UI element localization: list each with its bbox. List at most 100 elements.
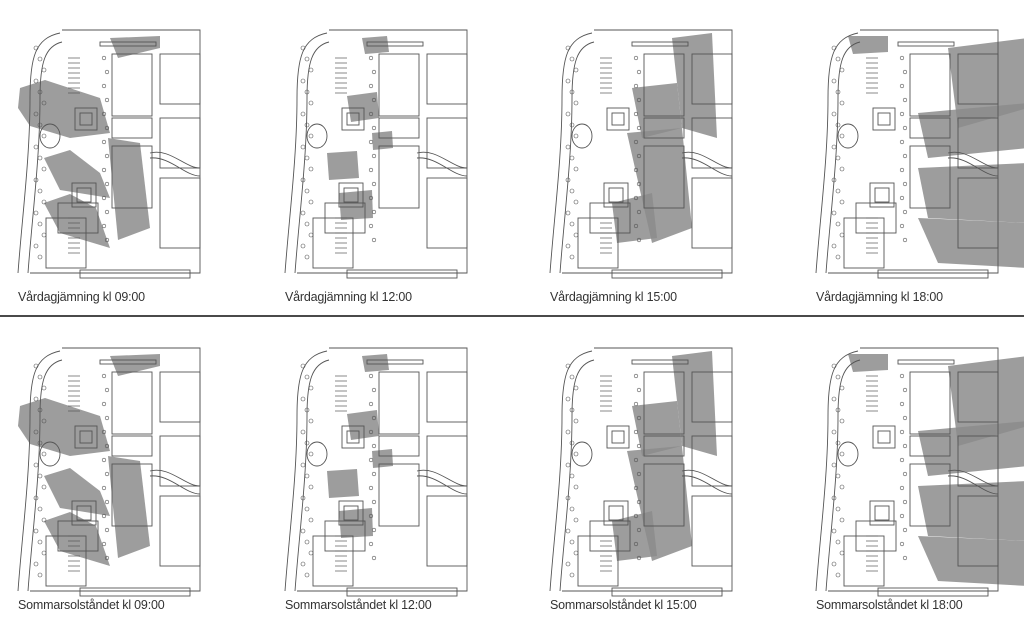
tree-symbol	[835, 440, 841, 446]
tree-symbol	[308, 133, 314, 139]
site-plan-drawing	[549, 29, 733, 279]
roundabout	[39, 441, 61, 467]
tree-symbol	[835, 254, 841, 260]
plan-group	[815, 347, 1024, 597]
tree-symbol	[565, 111, 571, 117]
site-boundary-curve	[27, 41, 63, 274]
plan-group	[17, 29, 201, 279]
building-outline	[957, 53, 999, 105]
building-outline	[957, 371, 999, 423]
tree-symbol	[368, 55, 374, 61]
tower-core	[343, 505, 359, 521]
tree-symbol	[565, 495, 571, 501]
shadow-study-panel: Sommarsolståndet kl 09:00	[0, 318, 240, 628]
tree-symbol	[902, 153, 908, 159]
building-outline	[611, 269, 723, 279]
tree-symbol	[573, 133, 579, 139]
tree-symbol	[636, 237, 642, 243]
tree-symbol	[569, 254, 575, 260]
tree-symbol	[636, 97, 642, 103]
building-outline	[366, 41, 424, 47]
shadow-area	[362, 36, 389, 54]
tree-symbol	[104, 555, 110, 561]
tree-symbol	[902, 209, 908, 215]
tree-symbol	[636, 471, 642, 477]
shadow-area	[347, 410, 379, 440]
building-outline	[346, 269, 458, 279]
building-outline	[577, 217, 619, 269]
tree-symbol	[33, 495, 39, 501]
panel-caption: Vårdagjämning kl 15:00	[550, 290, 677, 304]
site-boundary-curve	[559, 359, 595, 592]
tree-symbol	[899, 111, 905, 117]
tree-symbol	[831, 144, 837, 150]
tree-symbol	[633, 485, 639, 491]
shadow-area	[918, 163, 1024, 223]
tree-symbol	[636, 555, 642, 561]
building-outline	[691, 495, 733, 567]
road-curve	[416, 475, 468, 495]
tree-symbol	[371, 153, 377, 159]
building-outline	[111, 463, 153, 527]
shadow-area	[918, 218, 1024, 268]
road-curve	[947, 157, 999, 177]
tower-core	[79, 112, 93, 126]
roundabout	[571, 123, 593, 149]
tree-symbol	[37, 473, 43, 479]
tree-symbol	[371, 527, 377, 533]
shadow-area	[110, 354, 160, 376]
building-outline	[631, 41, 689, 47]
tree-symbol	[569, 155, 575, 161]
tower-core	[346, 112, 360, 126]
tree-symbol	[368, 485, 374, 491]
tree-symbol	[37, 572, 43, 578]
tree-symbol	[304, 89, 310, 95]
building-outline	[45, 217, 87, 269]
tree-symbol	[101, 111, 107, 117]
tower-core	[874, 187, 890, 203]
tree-symbol	[636, 415, 642, 421]
tower-block	[74, 107, 98, 131]
panel-caption: Sommarsolståndet kl 18:00	[816, 598, 963, 612]
shadow-area	[339, 190, 373, 220]
tree-symbol	[565, 561, 571, 567]
tree-symbol	[304, 440, 310, 446]
site-plan-drawing	[815, 347, 1024, 597]
tree-symbol	[304, 407, 310, 413]
tree-symbol	[37, 374, 43, 380]
site-plan-drawing	[284, 29, 468, 279]
tree-symbol	[839, 550, 845, 556]
plan-group	[17, 347, 201, 597]
tree-symbol	[636, 443, 642, 449]
shadow-area	[848, 354, 888, 372]
tree-symbol	[835, 374, 841, 380]
tree-symbol	[104, 181, 110, 187]
building-outline	[111, 435, 153, 457]
tower-core	[608, 187, 624, 203]
building-outline	[79, 587, 191, 597]
building-outline	[643, 463, 685, 527]
tree-symbol	[104, 237, 110, 243]
tree-symbol	[308, 67, 314, 73]
tree-symbol	[839, 451, 845, 457]
tree-symbol	[831, 243, 837, 249]
tree-symbol	[304, 56, 310, 62]
tree-symbol	[565, 78, 571, 84]
shadow-area	[612, 511, 657, 561]
tree-symbol	[371, 209, 377, 215]
shadow-area	[362, 354, 389, 372]
tower-core	[877, 430, 891, 444]
tree-symbol	[368, 195, 374, 201]
tree-symbol	[304, 473, 310, 479]
tree-symbol	[899, 139, 905, 145]
tree-symbol	[33, 528, 39, 534]
tree-symbol	[41, 385, 47, 391]
tree-symbol	[104, 153, 110, 159]
tower-block	[606, 107, 630, 131]
tree-symbol	[41, 100, 47, 106]
site-boundary-curve	[825, 359, 861, 592]
tree-symbol	[300, 396, 306, 402]
tower-core	[608, 505, 624, 521]
tree-symbol	[101, 457, 107, 463]
building-outline	[99, 359, 157, 365]
